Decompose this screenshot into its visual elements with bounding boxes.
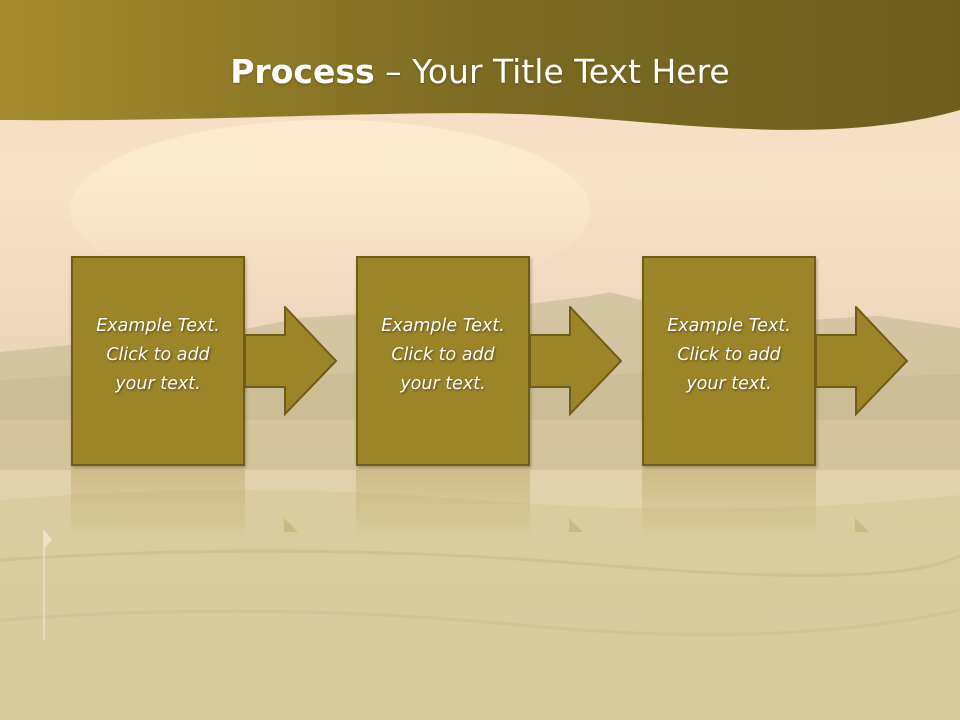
process-step-2[interactable]: Example Text. Click to add your text. [356,256,530,466]
step-text-line: Click to add [391,345,495,365]
arrow-reflection [284,518,298,532]
arrow-reflection [569,518,583,532]
page-title: Process – Your Title Text Here [0,52,960,91]
step-text-line: Example Text. [667,316,791,336]
right-arrow-icon [816,306,908,416]
step-box [356,256,530,466]
step-text-line: Click to add [677,345,781,365]
step-box [71,256,245,466]
step-reflection [71,470,245,540]
step-text-line: your text. [686,374,772,394]
step-text: Example Text. Click to add your text. [642,312,816,399]
step-text-line: Example Text. [96,316,220,336]
arrow-reflection [855,518,869,532]
title-bold-part: Process [230,52,375,91]
step-box [642,256,816,466]
step-text-line: your text. [400,374,486,394]
process-step-3[interactable]: Example Text. Click to add your text. [642,256,816,466]
step-reflection [642,470,816,540]
right-arrow-icon [245,306,337,416]
step-text-line: Example Text. [381,316,505,336]
process-step-1[interactable]: Example Text. Click to add your text. [71,256,245,466]
step-text-line: your text. [115,374,201,394]
step-text-line: Click to add [106,345,210,365]
step-text: Example Text. Click to add your text. [71,312,245,399]
step-reflection [356,470,530,540]
right-arrow-icon [530,306,622,416]
title-rest-part: – Your Title Text Here [374,52,730,91]
step-text: Example Text. Click to add your text. [356,312,530,399]
